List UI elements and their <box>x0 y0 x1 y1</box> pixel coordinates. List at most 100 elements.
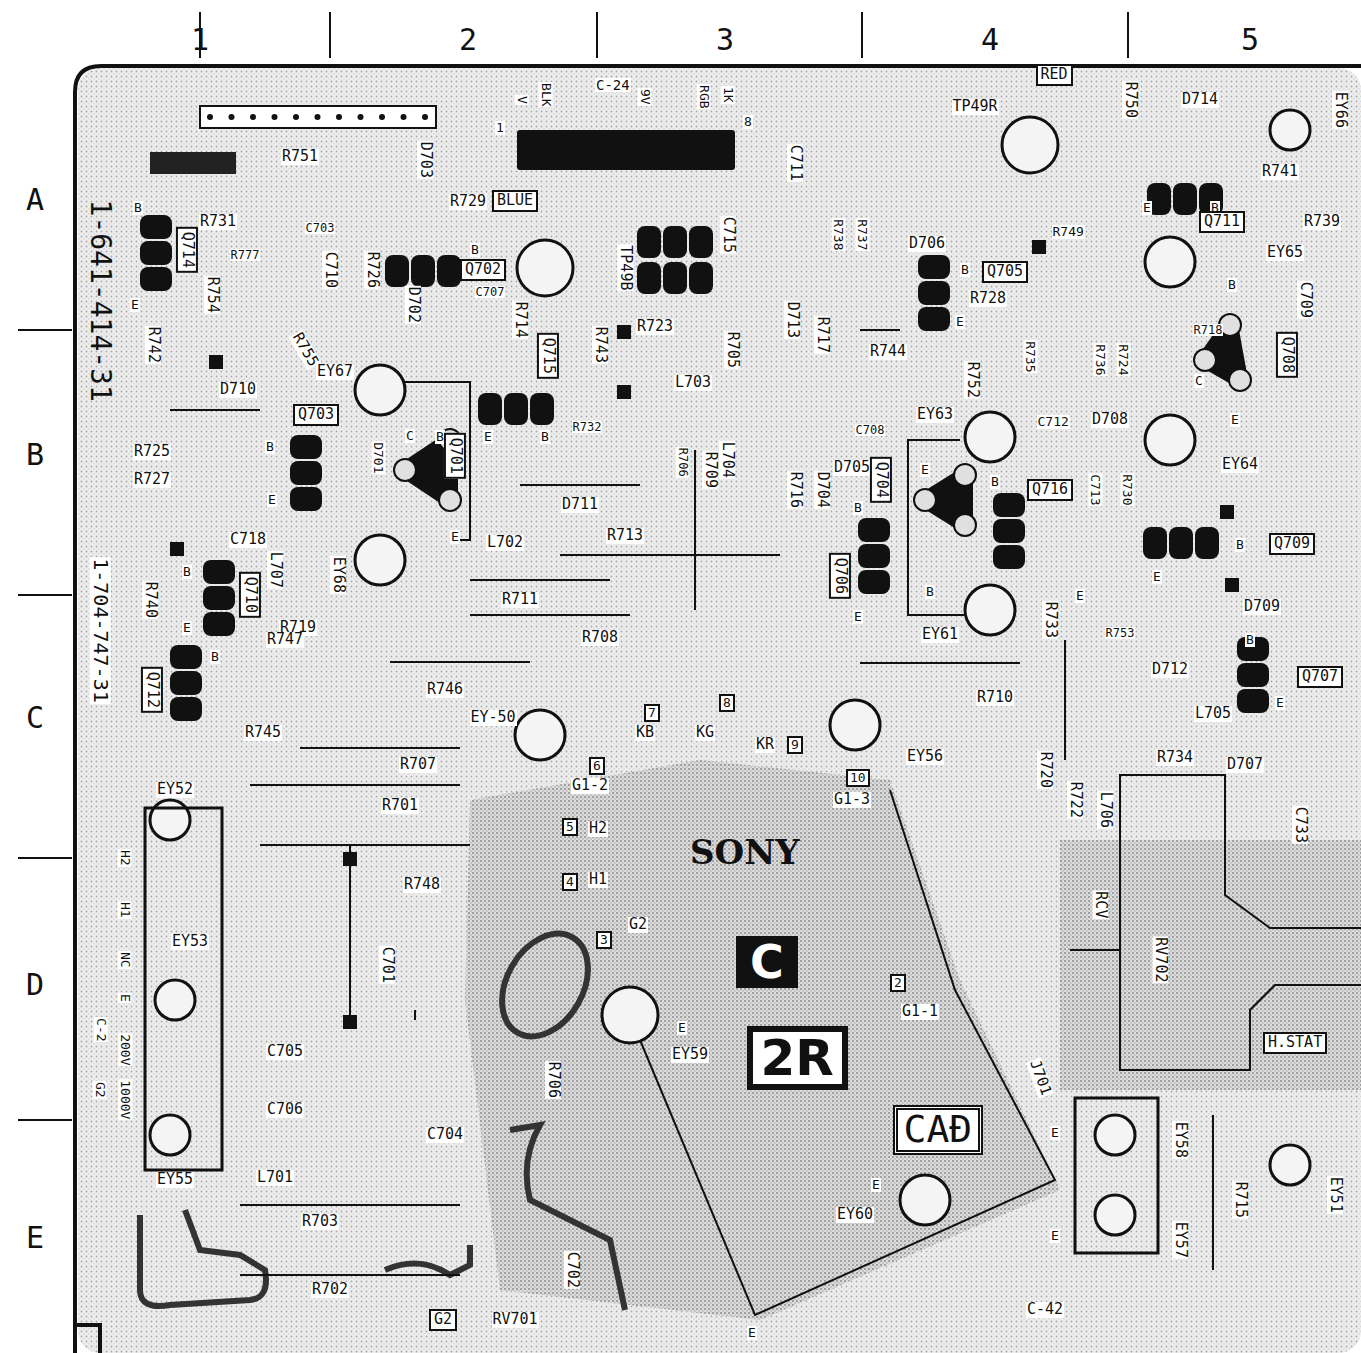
part-label: R751 <box>281 149 319 165</box>
part-label: NC <box>118 951 132 969</box>
part-label: E <box>747 1326 757 1340</box>
transistor-pad <box>439 489 461 511</box>
pad-eyelet <box>1095 1115 1135 1155</box>
pad-eyelet <box>1145 237 1195 287</box>
transistor-package <box>290 461 322 485</box>
callout-box: 9 <box>787 736 803 754</box>
part-label: R726 <box>364 251 380 289</box>
tag-text: Q710 <box>242 577 258 613</box>
tag-text: Q703 <box>298 407 334 423</box>
part-label: B <box>133 201 143 215</box>
part-label: D706 <box>908 236 946 252</box>
tag-text: 7 <box>648 706 656 720</box>
part-label: R735 <box>1023 340 1037 373</box>
part-label: R753 <box>1105 627 1136 640</box>
tag-text: 2R <box>761 1032 834 1085</box>
part-tag: Q714 <box>176 227 198 273</box>
transistor-package <box>663 226 687 258</box>
part-label: R707 <box>399 757 437 773</box>
part-label: B <box>1227 278 1237 292</box>
transistor-package <box>170 697 202 721</box>
part-label: R703 <box>301 1214 339 1230</box>
part-label: H2 <box>118 849 132 867</box>
part-label: D710 <box>219 382 257 398</box>
part-label: R777 <box>230 249 261 262</box>
hv-trace <box>385 1125 625 1310</box>
pad-eyelet <box>1002 117 1058 173</box>
part-label: 1-704-747-31 <box>89 557 110 704</box>
part-label: RV702 <box>1152 936 1168 983</box>
pad-eyelet <box>155 980 195 1020</box>
tag-text: Q716 <box>1032 482 1068 498</box>
part-label: R708 <box>581 630 619 646</box>
part-line <box>1064 640 1066 760</box>
transistor-package <box>689 226 713 258</box>
tag-text: BLUE <box>497 193 533 209</box>
part-line <box>170 409 260 411</box>
part-label: B <box>1235 538 1245 552</box>
part-label: EY57 <box>1172 1221 1188 1259</box>
part-label: L707 <box>267 551 283 589</box>
tag-text: C <box>750 938 784 986</box>
part-label: E <box>1142 201 1152 215</box>
tag-text: 6 <box>593 759 601 773</box>
part-label: R732 <box>572 421 603 434</box>
part-label: E <box>1050 1126 1060 1140</box>
part-label: V <box>515 95 529 105</box>
tag-text: Q704 <box>873 462 889 498</box>
part-label: EY68 <box>330 556 346 594</box>
part-line <box>1212 1115 1214 1270</box>
grid-tick <box>18 857 72 859</box>
transistor-package <box>918 281 950 305</box>
transistor-package <box>993 493 1025 517</box>
pad-eyelet <box>150 1115 190 1155</box>
part-label: C703 <box>305 222 336 235</box>
part-label: RV701 <box>492 1312 539 1328</box>
part-tag: H.STAT <box>1263 1032 1327 1054</box>
part-label: R734 <box>1156 750 1194 766</box>
transistor-package <box>1169 527 1193 559</box>
callout-box: 7 <box>644 704 660 722</box>
part-label: C702 <box>564 1251 580 1289</box>
part-label: A <box>25 184 45 216</box>
part-label: EY65 <box>1266 245 1304 261</box>
transistor-package <box>993 519 1025 543</box>
tag-text: Q705 <box>987 264 1023 280</box>
transistor-package <box>290 487 322 511</box>
callout-box: 6 <box>589 757 605 775</box>
part-label: E <box>853 610 863 624</box>
part-label: R720 <box>1037 751 1053 789</box>
part-label: B <box>925 585 935 599</box>
part-label: E <box>1230 413 1240 427</box>
part-label: C709 <box>1297 281 1313 319</box>
callout-box: 4 <box>562 873 578 891</box>
pad-eyelet <box>1270 1145 1310 1185</box>
transistor-package <box>858 570 890 594</box>
part-label: D707 <box>1226 757 1264 773</box>
pad-eyelet <box>1270 110 1310 150</box>
part-label: L702 <box>486 535 524 551</box>
pad-eyelet <box>602 987 658 1043</box>
part-tag: Q712 <box>141 667 163 713</box>
part-label: KR <box>755 737 775 753</box>
part-label: R741 <box>1261 164 1299 180</box>
header-pin <box>272 114 278 120</box>
part-label: EY63 <box>916 407 954 423</box>
part-label: R702 <box>311 1282 349 1298</box>
part-label: D704 <box>814 471 830 509</box>
pad-eyelet <box>355 365 405 415</box>
part-label: G2 <box>93 1081 107 1099</box>
part-label: R743 <box>592 326 608 364</box>
part-label: R727 <box>133 472 171 488</box>
tag-text: Q715 <box>540 338 556 374</box>
part-label: L704 <box>719 441 735 479</box>
part-label: R701 <box>381 798 419 814</box>
part-label: EY66 <box>1332 91 1348 129</box>
part-label: 200V <box>118 1033 132 1066</box>
part-tag: Q710 <box>239 572 261 618</box>
part-label: B <box>210 650 220 664</box>
tag-text: Q709 <box>1274 536 1310 552</box>
part-label: H2 <box>588 821 608 837</box>
part-tag: CAĐ <box>893 1105 984 1155</box>
